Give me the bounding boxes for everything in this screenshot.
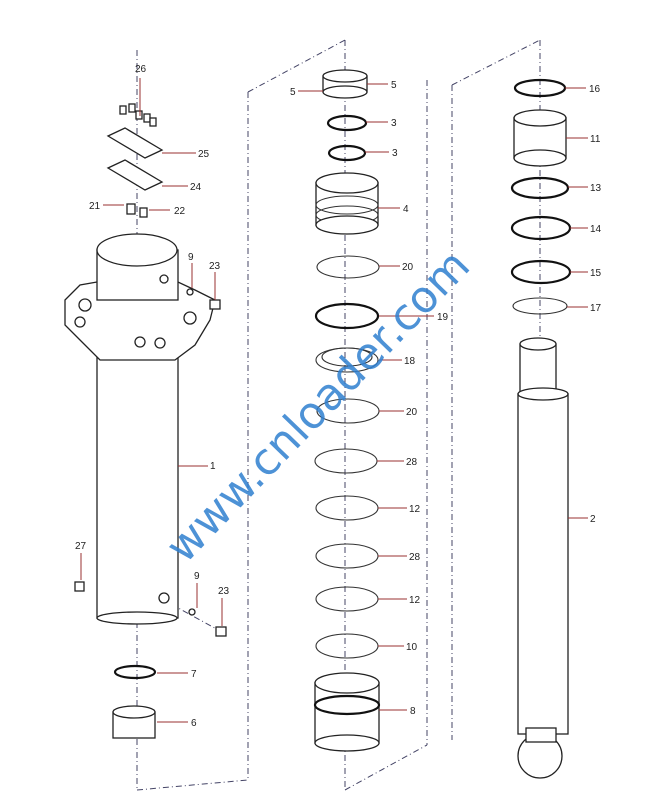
- label-23b: 23: [218, 586, 230, 597]
- tube-1: [96, 339, 179, 619]
- label-2: 2: [590, 514, 596, 525]
- label-12a: 12: [409, 504, 421, 515]
- label-16: 16: [589, 84, 601, 95]
- label-6: 6: [191, 718, 197, 729]
- rod-parts: [510, 78, 572, 779]
- label-21: 21: [89, 201, 101, 212]
- label-22: 22: [174, 206, 186, 217]
- label-28b: 28: [409, 552, 421, 563]
- part-labels: 26 25 24 21 22 9 23 1 27 9 23 7 6 5 5 3 …: [75, 64, 602, 729]
- label-28a: 28: [406, 457, 418, 468]
- label-12b: 12: [409, 595, 421, 606]
- fitting-21: [126, 203, 136, 215]
- ring-7: [113, 664, 157, 680]
- label-26: 26: [135, 64, 147, 75]
- bolts-26: [119, 103, 157, 127]
- label-13: 13: [590, 183, 602, 194]
- label-17: 17: [590, 303, 602, 314]
- label-27: 27: [75, 541, 87, 552]
- label-9b: 9: [194, 571, 200, 582]
- label-11: 11: [590, 134, 601, 145]
- label-3a: 3: [391, 118, 397, 129]
- label-14: 14: [590, 224, 602, 235]
- seal-9b: [188, 608, 196, 616]
- plug-23a: [209, 299, 221, 310]
- plug-23b: [215, 626, 227, 637]
- label-4: 4: [403, 204, 409, 215]
- label-8: 8: [410, 706, 416, 717]
- watermark: www.cnloader.com: [156, 240, 480, 573]
- leader-lines: [80, 78, 588, 723]
- label-19: 19: [437, 312, 449, 323]
- label-24: 24: [190, 182, 202, 193]
- label-9a: 9: [188, 252, 194, 263]
- label-7: 7: [191, 669, 197, 680]
- label-20a: 20: [402, 262, 414, 273]
- label-15: 15: [590, 268, 602, 279]
- piston-parts: [313, 69, 381, 752]
- label-25: 25: [198, 149, 210, 160]
- label-10: 10: [406, 642, 418, 653]
- plate-24: [106, 159, 164, 191]
- label-20b: 20: [406, 407, 418, 418]
- label-1: 1: [210, 461, 216, 472]
- plate-25: [106, 127, 164, 159]
- plug-27: [74, 581, 85, 592]
- label-5a: 5: [290, 87, 296, 98]
- label-23a: 23: [209, 261, 221, 272]
- label-5b: 5: [391, 80, 397, 91]
- cylinder-barrel: [64, 103, 227, 739]
- label-3b: 3: [392, 148, 398, 159]
- fitting-22: [139, 207, 148, 218]
- seal-9a: [186, 288, 194, 296]
- label-18: 18: [404, 356, 416, 367]
